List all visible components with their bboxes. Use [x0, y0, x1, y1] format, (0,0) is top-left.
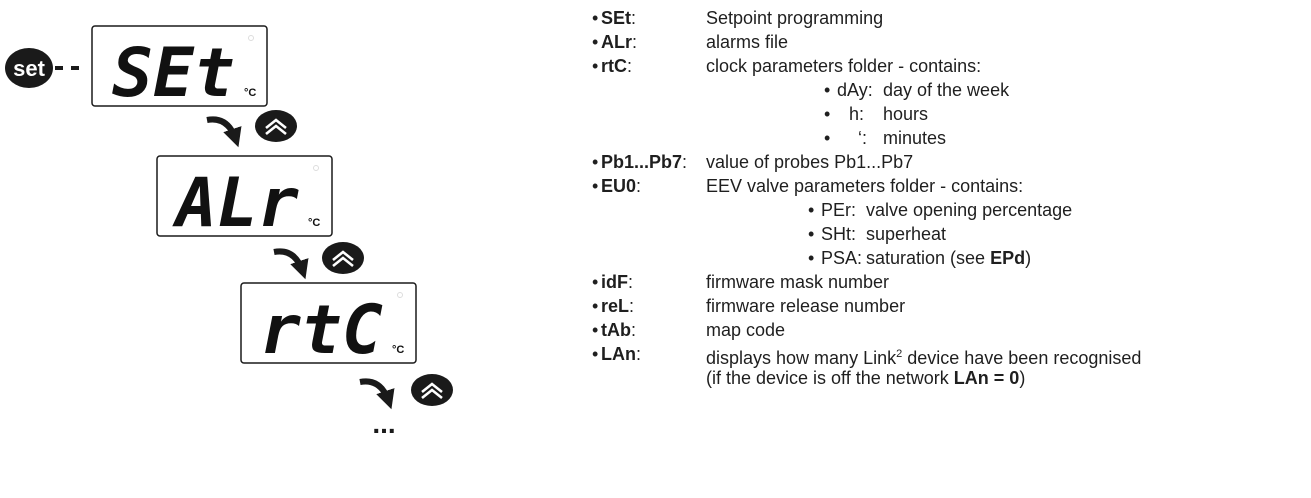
lcd-text: ALr — [172, 164, 299, 243]
sub-desc: superheat — [866, 224, 947, 244]
navigation-diagram: set SEt °C ALr °C rtC °C — [5, 25, 453, 439]
lcd-display-set: SEt °C — [91, 25, 268, 113]
item-key: ALr — [601, 32, 632, 52]
item-key: LAn — [601, 344, 636, 364]
bullet: • — [592, 296, 599, 316]
up-button[interactable] — [411, 374, 453, 406]
bullet: • — [808, 200, 815, 220]
sub-key: dAy: — [837, 80, 873, 100]
indicator-dot — [313, 165, 319, 171]
sub-desc: hours — [883, 104, 929, 124]
bullet: • — [824, 80, 831, 100]
bullet: • — [592, 152, 599, 172]
item-key: rtC — [601, 56, 627, 76]
item-desc: firmware mask number — [706, 272, 890, 292]
indicator-dot — [248, 35, 254, 41]
item-key: reL — [601, 296, 630, 316]
indicator-dot — [397, 292, 403, 298]
item-desc: Setpoint programming — [706, 8, 884, 28]
sub-desc: valve opening percentage — [866, 200, 1073, 220]
desc-text: saturation (see — [866, 248, 991, 268]
item-desc: map code — [706, 320, 786, 340]
lcd-text: SEt — [112, 34, 235, 113]
lcd-text: rtC — [260, 291, 383, 370]
item-key: tAb — [601, 320, 631, 340]
item-desc: alarms file — [706, 32, 789, 52]
bullet: • — [808, 248, 815, 268]
desc-text: device have been recognised — [902, 348, 1142, 368]
lcd-unit: °C — [244, 87, 256, 99]
item-key-wrap: LAn: — [601, 344, 642, 364]
set-button-label: set — [13, 56, 45, 81]
item-key-wrap: rtC: — [601, 56, 633, 76]
bullet: • — [592, 8, 599, 28]
item-desc: firmware release number — [706, 296, 906, 316]
item-key-wrap: tAb: — [601, 320, 637, 340]
chevron-up-icon — [265, 118, 287, 130]
menu-list: • SEt: Setpoint programming • ALr: alarm… — [592, 0, 1307, 498]
lcd-display-alr: ALr °C — [156, 155, 333, 243]
item-key: EU0 — [601, 176, 637, 196]
bullet: • — [592, 56, 599, 76]
chevron-up-icon — [421, 388, 443, 400]
desc-text: (if the device is off the network — [706, 368, 954, 388]
item-desc: EEV valve parameters folder - contains: — [706, 176, 1024, 196]
sub-key: PEr: — [821, 200, 857, 220]
curved-arrow — [206, 116, 242, 148]
item-desc: clock parameters folder - contains: — [706, 56, 982, 76]
item-desc-line2: (if the device is off the network LAn = … — [706, 367, 1025, 389]
item-key-wrap: ALr: — [601, 32, 638, 52]
desc-text: ) — [1025, 248, 1032, 268]
up-button[interactable] — [322, 242, 364, 274]
item-key-wrap: idF: — [601, 272, 634, 292]
ellipsis: ... — [372, 408, 395, 439]
bullet: • — [592, 32, 599, 52]
curved-arrow — [359, 378, 395, 410]
bullet: • — [592, 176, 599, 196]
chevron-up-icon — [421, 382, 443, 394]
lcd-unit: °C — [392, 344, 404, 356]
superscript: 2 — [896, 348, 903, 360]
item-key: idF — [601, 272, 628, 292]
item-key: Pb1...Pb7 — [601, 152, 683, 172]
chevron-up-icon — [332, 256, 354, 268]
lcd-unit: °C — [308, 217, 320, 229]
chevron-up-icon — [265, 124, 287, 136]
param-ref: EPd — [990, 248, 1026, 268]
sub-desc: minutes — [883, 128, 947, 148]
item-desc: displays how many Link2 device have been… — [706, 343, 1141, 369]
bullet: • — [824, 128, 831, 148]
desc-text: displays how many Link — [706, 348, 897, 368]
bullet: • — [592, 344, 599, 364]
param-ref: LAn = 0 — [953, 368, 1020, 388]
sub-desc: saturation (see EPd) — [866, 247, 1031, 269]
desc-text: ) — [1019, 368, 1026, 388]
sub-key: h: — [849, 104, 865, 124]
sub-key: PSA: — [821, 248, 863, 268]
item-key-wrap: reL: — [601, 296, 635, 316]
bullet: • — [808, 224, 815, 244]
set-button[interactable]: set — [5, 48, 53, 88]
up-button[interactable] — [255, 110, 297, 142]
sub-desc: day of the week — [883, 80, 1010, 100]
item-key-wrap: Pb1...Pb7: — [601, 152, 688, 172]
bullet: • — [592, 272, 599, 292]
lcd-display-rtc: rtC °C — [240, 282, 417, 370]
sub-key: ‘: — [858, 128, 867, 148]
sub-key: SHt: — [821, 224, 857, 244]
chevron-up-icon — [332, 250, 354, 262]
item-key: SEt — [601, 8, 632, 28]
bullet: • — [824, 104, 831, 124]
item-key-wrap: SEt: — [601, 8, 637, 28]
item-key-wrap: EU0: — [601, 176, 642, 196]
bullet: • — [592, 320, 599, 340]
curved-arrow — [273, 248, 309, 280]
item-desc: value of probes Pb1...Pb7 — [706, 152, 914, 172]
